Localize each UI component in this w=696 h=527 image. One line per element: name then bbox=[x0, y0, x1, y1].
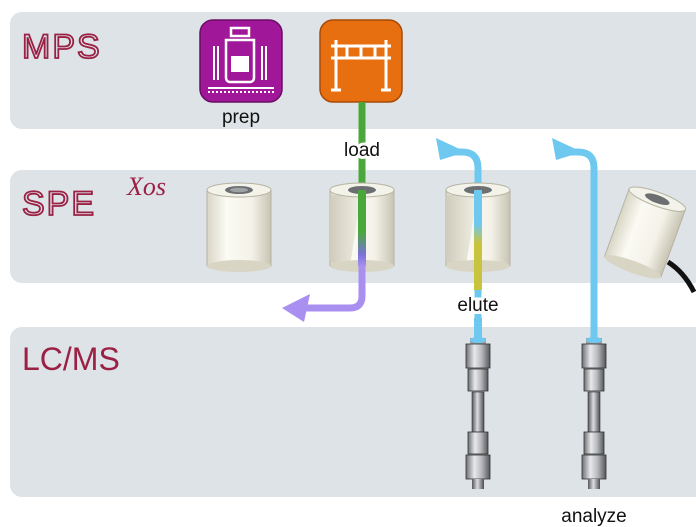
prep-label: prep bbox=[222, 107, 260, 128]
column-icon bbox=[465, 337, 491, 489]
spe-row-superscript: Xos bbox=[126, 172, 166, 201]
waste-arrowhead bbox=[282, 294, 310, 322]
discard-arrow bbox=[666, 259, 696, 294]
load-label: load bbox=[344, 140, 380, 161]
elute-label: elute bbox=[457, 295, 498, 316]
lcms-row-label: LC/MS bbox=[22, 341, 120, 377]
elute-band-segment bbox=[474, 266, 482, 290]
mps-row-label: MPS bbox=[22, 28, 102, 66]
waste-arrow bbox=[300, 266, 366, 312]
lcms-band bbox=[10, 327, 696, 497]
load-spe-cartridge bbox=[329, 182, 395, 272]
elute-to-column-line bbox=[474, 318, 482, 340]
analyze-label: analyze bbox=[561, 506, 627, 527]
elute-spe-cartridge bbox=[445, 182, 511, 272]
discarded-spe-cartridge bbox=[603, 186, 687, 279]
sample-prep-icon bbox=[199, 19, 283, 103]
analyze-column-icon bbox=[581, 337, 607, 489]
elute-inlet-arrowhead bbox=[436, 138, 466, 160]
spe-row-label: SPE bbox=[22, 185, 96, 223]
rack-icon bbox=[319, 19, 403, 103]
spe-cartridge-icon bbox=[206, 182, 272, 272]
analyze-inlet-arrowhead bbox=[552, 138, 582, 160]
